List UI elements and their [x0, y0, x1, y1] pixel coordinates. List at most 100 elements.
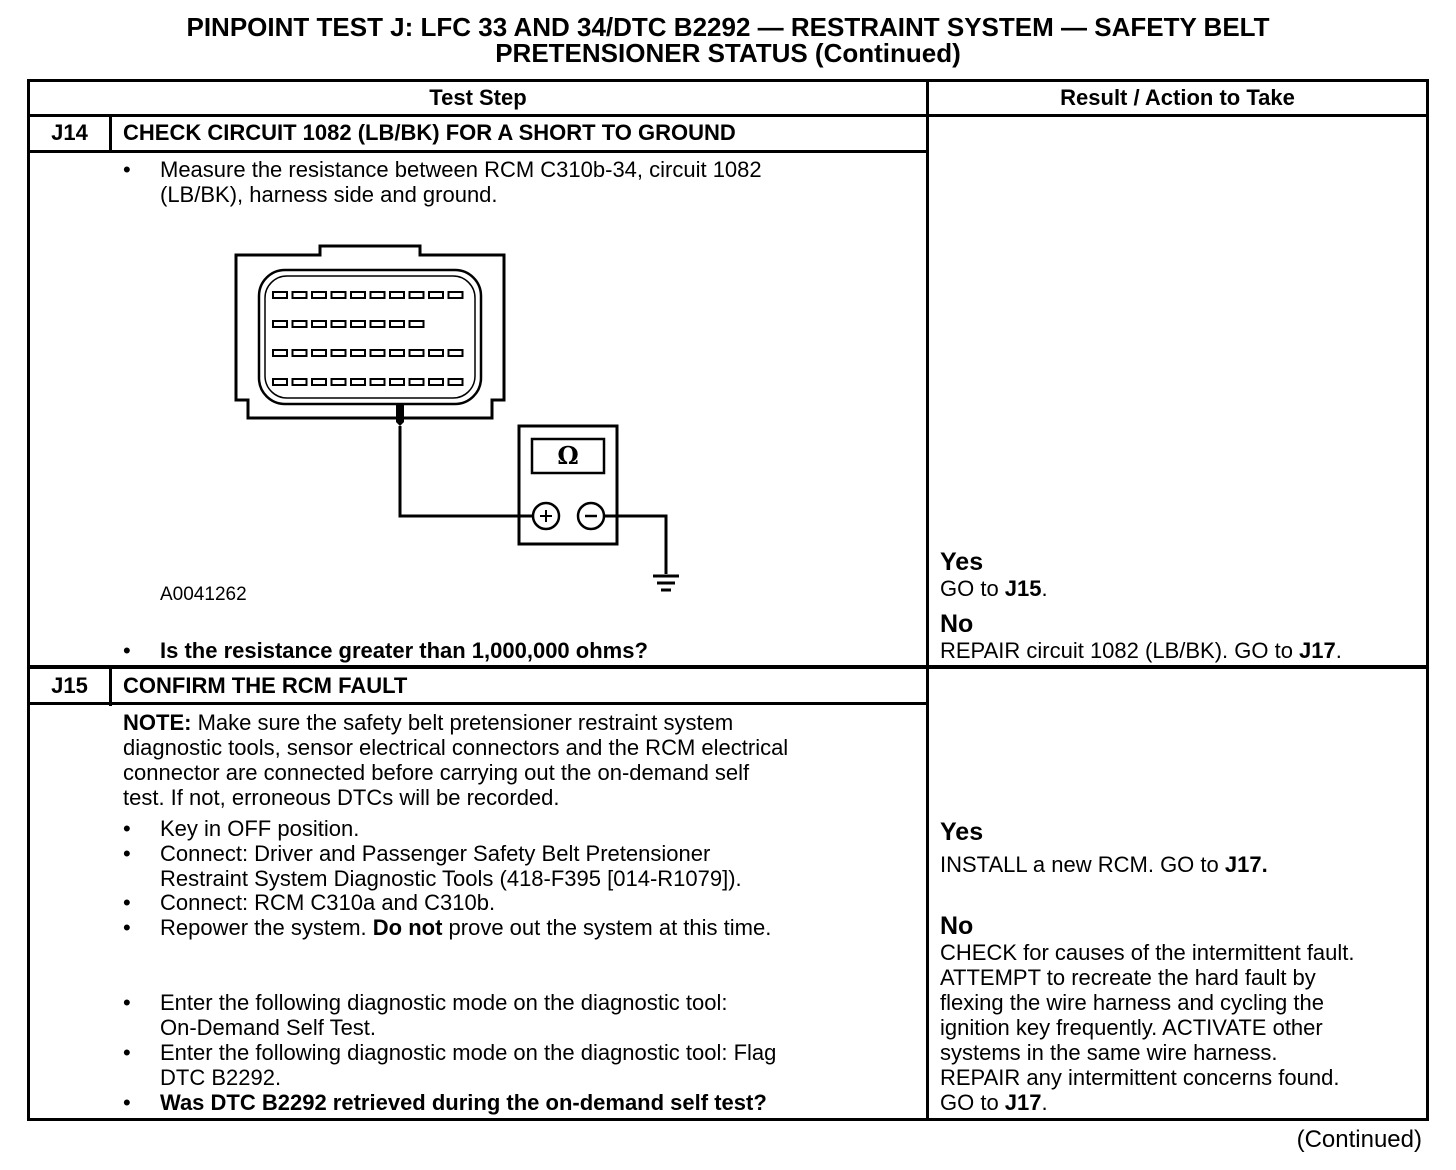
j15-step-connect-tools: Connect: Driver and Passenger Safety Bel… — [160, 841, 742, 891]
plus-terminal — [531, 501, 561, 531]
ground-icon — [653, 574, 679, 592]
connector-pin — [389, 349, 405, 357]
connector-pin — [428, 378, 444, 386]
bullet: • — [123, 157, 131, 182]
j14-step-measure: Measure the resistance between RCM C310b… — [160, 157, 762, 207]
bullet: • — [123, 1090, 131, 1115]
connector-pin — [369, 349, 386, 357]
j15-step-id: J15 — [51, 673, 88, 698]
j15-id-divider — [109, 668, 112, 706]
j14-id-divider — [109, 114, 112, 152]
connector-pin — [311, 378, 327, 386]
j15-yes-label: Yes — [940, 818, 984, 846]
j14-heading: CHECK CIRCUIT 1082 (LB/BK) FOR A SHORT T… — [123, 120, 736, 145]
connector-pin — [350, 320, 366, 328]
title-line-2: PRETENSIONER STATUS (Continued) — [495, 38, 961, 68]
connector-pin — [330, 320, 347, 328]
connector-pin — [369, 378, 386, 386]
j14-yes-action: GO to J15. — [940, 576, 1048, 601]
connector-pin — [311, 320, 327, 328]
j14-no-label: No — [940, 610, 974, 638]
connector-pin — [350, 378, 366, 386]
j15-step-connect-rcm: Connect: RCM C310a and C310b. — [160, 890, 496, 915]
connector-pin — [408, 349, 425, 357]
connector-pin — [369, 320, 386, 328]
connector-pin — [428, 349, 444, 357]
connector-pin — [311, 349, 327, 357]
bullet: • — [123, 890, 131, 915]
j15-no-action: CHECK for causes of the intermittent fau… — [940, 940, 1355, 1115]
j15-no-label: No — [940, 912, 974, 940]
j14-yes-label: Yes — [940, 548, 984, 576]
bullet: • — [123, 1040, 131, 1065]
connector-pin — [330, 378, 347, 386]
probe-tip — [396, 404, 404, 426]
j14-j15-separator — [27, 665, 1429, 669]
j15-step-repower: Repower the system. Do not prove out the… — [160, 915, 772, 940]
connector-pin — [311, 291, 327, 299]
table-border-bottom — [27, 1118, 1429, 1121]
connector-face-inner — [264, 275, 476, 399]
header-test-step: Test Step — [429, 85, 527, 110]
j14-heading-divider — [27, 150, 927, 153]
connector-pin — [447, 291, 464, 299]
j15-question: Was DTC B2292 retrieved during the on-de… — [160, 1090, 767, 1115]
j15-yes-action: INSTALL a new RCM. GO to J17. — [940, 852, 1268, 877]
connector-pin — [408, 320, 425, 328]
connector-pin — [447, 349, 464, 357]
bullet: • — [123, 816, 131, 841]
connector-pin — [447, 378, 464, 386]
connector-pin — [291, 349, 308, 357]
j15-heading: CONFIRM THE RCM FAULT — [123, 673, 408, 698]
connector-pin — [330, 291, 347, 299]
connector-pin — [272, 378, 288, 386]
figure-id: A0041262 — [160, 584, 247, 605]
ground-wire — [604, 514, 668, 574]
bullet: • — [123, 841, 131, 866]
j14-question: Is the resistance greater than 1,000,000… — [160, 638, 648, 663]
j15-step-self-test: Enter the following diagnostic mode on t… — [160, 990, 728, 1040]
bullet: • — [123, 990, 131, 1015]
connector-pin — [428, 291, 444, 299]
j14-no-action: REPAIR circuit 1082 (LB/BK). GO to J17. — [940, 638, 1342, 663]
table-border-left — [27, 79, 30, 1121]
connector-pin — [272, 291, 288, 299]
connector-pin — [389, 320, 405, 328]
ohm-symbol: Ω — [557, 441, 578, 470]
title-line-1: PINPOINT TEST J: LFC 33 AND 34/DTC B2292… — [186, 12, 1270, 42]
header-divider — [27, 114, 1429, 117]
table-border-right — [1426, 79, 1429, 1121]
connector-pin — [291, 291, 308, 299]
table-border-top — [27, 79, 1429, 82]
header-result: Result / Action to Take — [1060, 85, 1295, 110]
bullet: • — [123, 915, 131, 940]
connector-face — [257, 268, 483, 406]
connector-pins — [272, 291, 464, 386]
connector-pin — [330, 349, 347, 357]
j14-step-id: J14 — [51, 120, 88, 145]
connector-housing — [234, 244, 506, 420]
connector-pin — [389, 378, 405, 386]
connector-pin — [291, 378, 308, 386]
connector-pin — [408, 378, 425, 386]
connector-pin — [272, 320, 288, 328]
column-divider — [926, 79, 929, 1121]
connector-pin — [272, 349, 288, 357]
connector-pin — [369, 291, 386, 299]
j15-step-flag-dtc: Enter the following diagnostic mode on t… — [160, 1040, 777, 1090]
connector-pin — [350, 291, 366, 299]
j15-note: NOTE: Make sure the safety belt pretensi… — [123, 710, 789, 810]
j15-step-key-off: Key in OFF position. — [160, 816, 360, 841]
probe-wire — [398, 426, 532, 518]
connector-pin — [350, 349, 366, 357]
page-title: PINPOINT TEST J: LFC 33 AND 34/DTC B2292… — [0, 14, 1456, 66]
bullet: • — [123, 638, 131, 663]
ohmmeter-display — [530, 437, 606, 475]
j15-heading-divider — [27, 702, 927, 705]
continued-label: (Continued) — [1296, 1126, 1422, 1153]
connector-pin — [291, 320, 308, 328]
connector-pin — [408, 291, 425, 299]
connector-pin — [389, 291, 405, 299]
ohmmeter — [517, 424, 619, 546]
